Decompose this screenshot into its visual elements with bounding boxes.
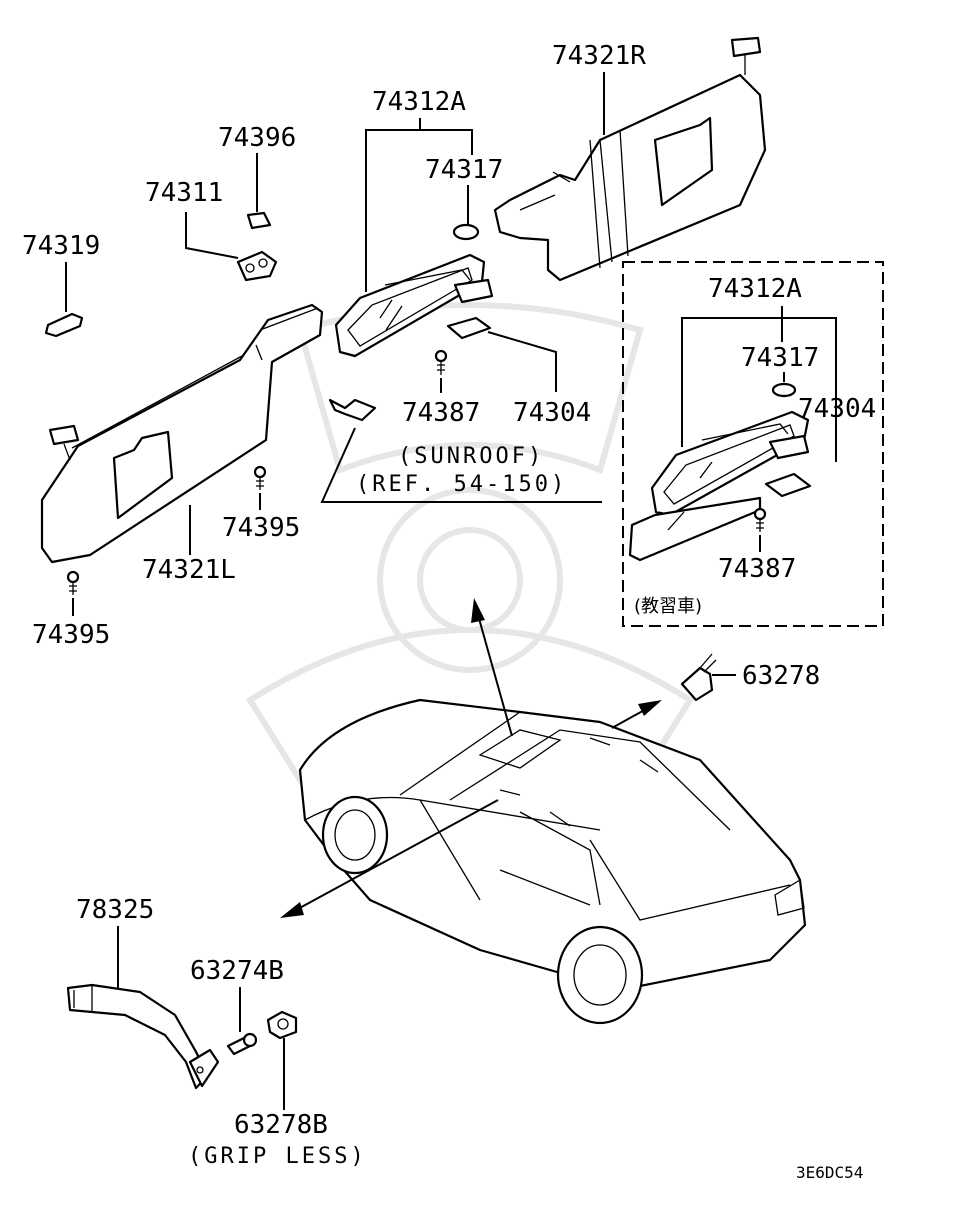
label-74304-top: 74304	[513, 398, 591, 428]
vanity-mirror-top	[334, 253, 494, 358]
screw-74395-low	[66, 570, 80, 595]
note-ref: (REF. 54-150)	[356, 472, 567, 497]
label-63278B: 63278B	[234, 1110, 328, 1140]
label-74317-box: 74317	[741, 343, 819, 373]
holder-74311	[236, 250, 278, 282]
variant-box	[622, 261, 884, 627]
arrow-to-clip	[611, 700, 662, 729]
label-74387-top: 74387	[402, 398, 480, 428]
clip-63278	[680, 653, 717, 702]
vanity-mirror-box	[628, 410, 810, 562]
car-body	[298, 698, 807, 1025]
label-63274B: 63274B	[190, 956, 284, 986]
label-74319: 74319	[22, 231, 100, 261]
clip-63278B	[266, 1010, 298, 1040]
note-box-caption: (教習車)	[634, 596, 702, 617]
label-74395-mid: 74395	[222, 513, 300, 543]
screw-74395-mid	[253, 465, 267, 490]
label-74321R: 74321R	[552, 41, 646, 71]
label-74304-box: 74304	[798, 394, 876, 424]
label-74396: 74396	[218, 123, 296, 153]
sun-visor-right	[493, 36, 767, 282]
diagram-code: 3E6DC54	[796, 1163, 863, 1182]
label-78325: 78325	[76, 895, 154, 925]
clip-74317-box	[771, 382, 797, 398]
label-74317-top: 74317	[425, 155, 503, 185]
bracket-74304-top	[446, 316, 492, 340]
screw-74387-top	[434, 349, 448, 375]
arrow-to-visor	[471, 598, 513, 737]
sunroof-bracket	[328, 398, 377, 422]
screw-74387-box	[753, 507, 767, 532]
screw-63274B	[226, 1032, 258, 1056]
clip-74317-top	[452, 223, 480, 241]
note-grip-less: (GRIP LESS)	[188, 1144, 367, 1169]
assist-grip-78325	[66, 983, 220, 1090]
arrow-to-grip	[280, 799, 499, 918]
label-74395-low: 74395	[32, 620, 110, 650]
bracket-74304-box	[764, 472, 812, 498]
label-63278: 63278	[742, 661, 820, 691]
label-74312A-box: 74312A	[708, 274, 802, 304]
sun-visor-left	[40, 303, 324, 564]
label-74312A-top: 74312A	[372, 87, 466, 117]
clip-74396	[246, 211, 272, 230]
label-74311: 74311	[145, 178, 223, 208]
label-74321L: 74321L	[142, 555, 236, 585]
note-sunroof: (SUNROOF)	[398, 444, 544, 469]
label-74387-box: 74387	[718, 554, 796, 584]
cap-74319	[44, 312, 84, 338]
